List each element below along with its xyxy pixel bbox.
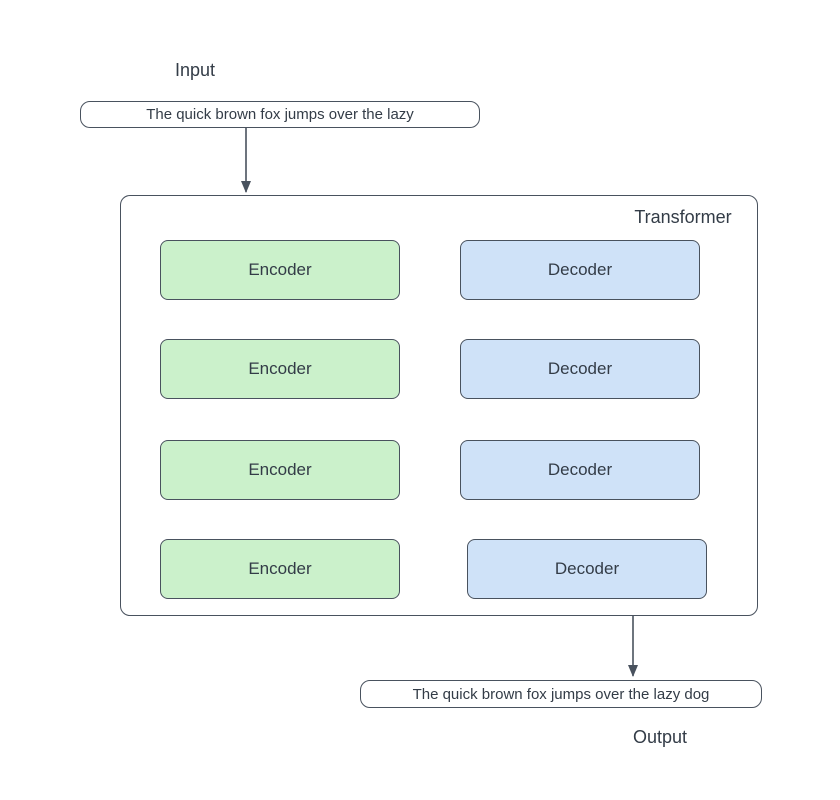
decoder-node-2: Decoder xyxy=(460,339,700,399)
decoder-node-4: Decoder xyxy=(467,539,707,599)
encoder-node-3: Encoder xyxy=(160,440,400,500)
decoder-node-3: Decoder xyxy=(460,440,700,500)
encoder-node-1: Encoder xyxy=(160,240,400,300)
input-sentence-box: The quick brown fox jumps over the lazy xyxy=(80,101,480,128)
output-sentence-box: The quick brown fox jumps over the lazy … xyxy=(360,680,762,708)
encoder-node-4: Encoder xyxy=(160,539,400,599)
transformer-label: Transformer xyxy=(634,207,732,227)
output-label: Output xyxy=(632,727,688,747)
decoder-node-1: Decoder xyxy=(460,240,700,300)
encoder-node-2: Encoder xyxy=(160,339,400,399)
input-label: Input xyxy=(174,60,216,80)
